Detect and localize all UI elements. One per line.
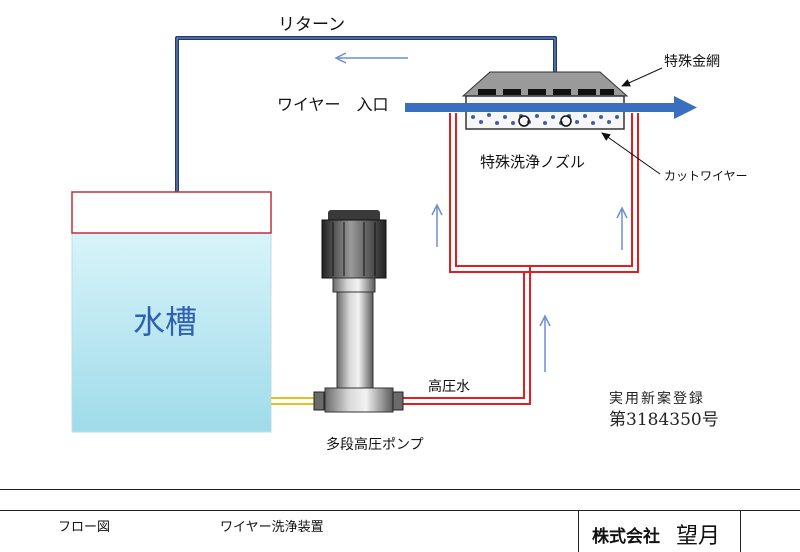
special-nozzle-label: 特殊洗浄ノズル — [480, 153, 585, 171]
footer-middle-border — [0, 510, 800, 511]
special-mesh-label: 特殊金網 — [664, 54, 720, 70]
high-pressure-water-label: 高圧水 — [428, 378, 470, 395]
high-pressure-pipe — [400, 113, 639, 405]
wire-arrow — [405, 96, 697, 119]
pump-outlet-flange — [392, 391, 404, 411]
footer-divider — [578, 510, 579, 552]
pump-body — [336, 291, 374, 389]
return-label: リターン — [278, 15, 345, 35]
pump-motor-fins — [332, 222, 376, 276]
multistage-pump — [313, 210, 404, 413]
pump-motor — [321, 219, 387, 279]
suction-pipe — [271, 397, 318, 405]
patent-label-line1: 実用新案登録 — [609, 390, 705, 407]
nozzle-markers — [518, 115, 572, 127]
water-tank-top — [71, 191, 272, 234]
footer-company: 株式会社 — [592, 527, 660, 547]
footer-top-border — [0, 489, 800, 490]
footer-device-name: ワイヤー洗浄装置 — [220, 520, 324, 535]
cleaning-unit — [461, 71, 629, 130]
return-flow-arrow — [334, 52, 408, 64]
mesh-blocks — [478, 89, 614, 95]
water-tank — [71, 232, 272, 433]
footer-flow-chart: フロー図 — [58, 520, 111, 535]
patent-label-line2: 第3184350号 — [609, 410, 719, 430]
wire-inlet-label: ワイヤー 入口 — [277, 95, 389, 114]
footer-company-name: 望月 — [676, 524, 721, 549]
pump-motor-cap — [328, 210, 380, 222]
pump-base — [324, 387, 394, 413]
pump-label: 多段高圧ポンプ — [326, 436, 424, 453]
cut-wire-label: カットワイヤー — [664, 169, 748, 183]
tank-label: 水槽 — [133, 303, 197, 341]
leader-lines — [601, 67, 663, 175]
flow-arrows-up — [431, 203, 628, 372]
return-pipe-highlight — [176, 37, 556, 210]
pump-coupling — [332, 277, 376, 293]
footer-divider-right — [740, 510, 741, 552]
pump-inlet-flange — [313, 391, 325, 411]
